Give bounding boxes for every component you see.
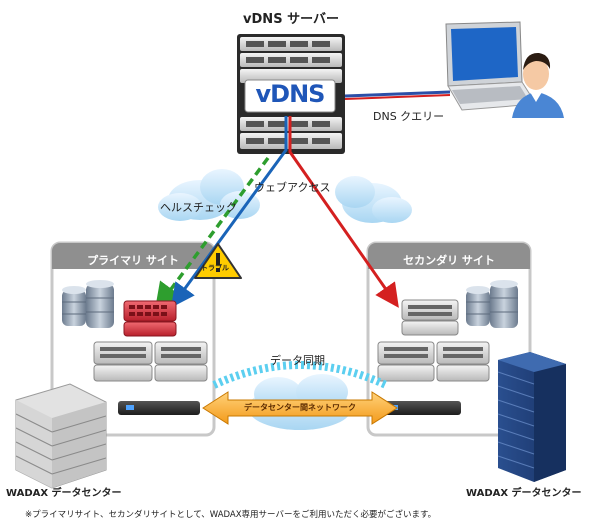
laptop-icon xyxy=(445,21,537,111)
cloud-left xyxy=(158,169,260,221)
dns-query-label: DNS クエリー xyxy=(373,110,445,123)
user-avatar-icon xyxy=(512,52,564,118)
footnote: ※プライマリサイト、セカンダリサイトとして、WADAX専用サーバーをご利用いただ… xyxy=(25,510,437,520)
left-datacenter-label: WADAX データセンター xyxy=(6,488,122,499)
dns-query-line xyxy=(344,90,451,100)
cloud-right xyxy=(335,176,412,223)
trouble-label: トラブル xyxy=(201,264,229,272)
health-check-arrow xyxy=(154,156,270,312)
primary-site-title: プライマリ サイト xyxy=(87,254,179,267)
vdns-logo: vDNS xyxy=(255,80,326,108)
secondary-server-icon xyxy=(377,299,490,382)
primary-router-icon xyxy=(118,401,200,415)
vdns-server-stack xyxy=(237,34,345,154)
data-sync-arc xyxy=(212,361,388,389)
right-datacenter-building-icon xyxy=(497,352,566,482)
health-check-label: ヘルスチェック xyxy=(160,201,237,214)
primary-storage-icon xyxy=(62,280,114,328)
right-datacenter-label: WADAX データセンター xyxy=(466,488,582,499)
failover-arrow xyxy=(288,116,399,308)
left-datacenter-building-icon xyxy=(15,383,107,489)
web-access-label: ウェブアクセス xyxy=(254,181,331,194)
data-sync-label: データ同期 xyxy=(270,354,325,367)
primary-failed-server-icon xyxy=(123,300,177,337)
warning-icon xyxy=(194,243,242,279)
primary-server-icon xyxy=(93,341,208,382)
secondary-site-title: セカンダリ サイト xyxy=(403,254,495,267)
dc-network-arrow xyxy=(202,391,398,425)
dc-network-label: データセンター間ネットワーク xyxy=(244,403,356,412)
diagram-title: vDNS サーバー xyxy=(243,12,339,27)
secondary-storage-icon xyxy=(466,280,518,328)
